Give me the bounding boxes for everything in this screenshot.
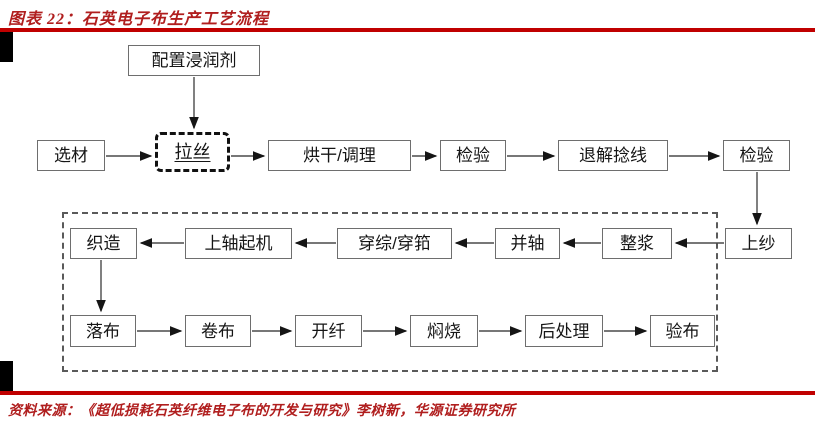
node-weaving: 织造 [70, 228, 137, 259]
node-label: 落布 [86, 321, 120, 341]
node-label: 并轴 [510, 234, 545, 253]
node-drawing-in-reeding: 穿综/穿筘 [337, 228, 452, 259]
node-label: 焖烧 [427, 321, 461, 341]
node-cloth-inspection: 验布 [650, 315, 715, 347]
node-label: 卷布 [201, 321, 235, 341]
node-beaming: 并轴 [495, 228, 560, 259]
node-label: 上纱 [741, 234, 776, 253]
node-label: 验布 [665, 321, 700, 341]
left-margin-marker-top [0, 32, 13, 62]
node-label: 配置浸润剂 [151, 51, 237, 70]
footer-rule [0, 391, 815, 395]
node-label: 整浆 [620, 234, 654, 253]
node-label: 烘干/调理 [303, 146, 376, 165]
node-label: 开纤 [311, 321, 346, 341]
figure-title: 图表 22：石英电子布生产工艺流程 [8, 11, 270, 28]
source-attribution: 资料来源：《超低损耗石英纤维电子布的开发与研究》李树新，华源证券研究所 [8, 404, 516, 419]
node-label: 后处理 [538, 321, 590, 341]
node-label: 织造 [86, 234, 121, 253]
node-label: 检验 [456, 146, 490, 165]
node-material-selection: 选材 [37, 140, 105, 171]
node-yarn-loading: 上纱 [725, 228, 792, 259]
node-post-treatment: 后处理 [525, 315, 603, 347]
left-margin-marker-bottom [0, 361, 13, 391]
weaving-stage-dashed-region [62, 212, 718, 372]
node-cloth-doffing: 落布 [70, 315, 136, 347]
node-fiber-opening: 开纤 [295, 315, 362, 347]
node-inspection-1: 检验 [440, 140, 506, 171]
node-label: 拉丝 [174, 142, 211, 162]
node-smoldering: 焖烧 [410, 315, 478, 347]
node-label: 选材 [54, 146, 88, 165]
node-label: 穿综/穿筘 [358, 234, 431, 253]
node-sizing: 整浆 [602, 228, 672, 259]
node-loom-mounting: 上轴起机 [185, 228, 292, 259]
node-prepare-sizing-agent: 配置浸润剂 [128, 45, 260, 76]
title-underline-rule [0, 28, 815, 32]
node-untwisting-twisting: 退解捻线 [558, 140, 668, 171]
node-inspection-2: 检验 [723, 140, 790, 171]
node-cloth-rolling: 卷布 [185, 315, 251, 347]
node-label: 检验 [739, 146, 774, 165]
node-drying-conditioning: 烘干/调理 [268, 140, 411, 171]
node-label: 退解捻线 [579, 146, 647, 165]
node-wire-drawing: 拉丝 [155, 132, 230, 172]
node-label: 上轴起机 [204, 234, 273, 253]
